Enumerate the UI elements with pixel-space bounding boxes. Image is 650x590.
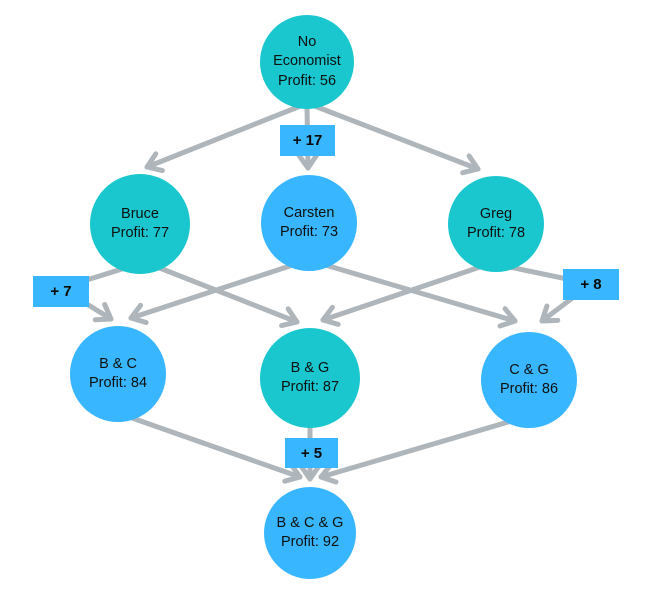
node-profit: Profit: 92 bbox=[280, 534, 340, 550]
edge-no-economist-bruce bbox=[144, 102, 306, 174]
edge-no-economist-greg bbox=[309, 102, 481, 176]
node-profit: Profit: 77 bbox=[110, 225, 170, 241]
edge-c-g-b-c-g bbox=[318, 417, 518, 485]
edge-b-c-b-c-g bbox=[129, 415, 303, 484]
edge-label-plus-5: + 5 bbox=[285, 438, 338, 468]
edge-label-plus-17: + 17 bbox=[280, 125, 335, 156]
node-b-c: B & C Profit: 84 bbox=[70, 326, 166, 422]
node-profit: Profit: 56 bbox=[277, 72, 337, 89]
node-name: B & G bbox=[290, 359, 330, 376]
node-profit: Profit: 87 bbox=[280, 379, 340, 395]
node-carsten: Carsten Profit: 73 bbox=[261, 175, 357, 271]
node-profit: Profit: 84 bbox=[88, 375, 148, 391]
node-no-economist: No Economist Profit: 56 bbox=[260, 15, 354, 109]
node-profit: Profit: 78 bbox=[466, 225, 526, 241]
node-name: Bruce bbox=[121, 205, 159, 222]
node-profit: Profit: 73 bbox=[279, 224, 339, 240]
node-name: B & C bbox=[99, 355, 137, 372]
edge-carsten-c-g bbox=[319, 261, 518, 329]
node-name: No Economist bbox=[273, 34, 341, 70]
node-name: Carsten bbox=[283, 204, 335, 221]
node-name: B & C & G bbox=[276, 514, 344, 531]
node-profit: Profit: 86 bbox=[499, 381, 559, 397]
edge-carsten-b-c bbox=[128, 261, 299, 326]
edge-bruce-b-g bbox=[149, 262, 300, 329]
edge-greg-b-g bbox=[320, 263, 486, 327]
node-bruce: Bruce Profit: 77 bbox=[90, 174, 190, 274]
node-name: Greg bbox=[479, 205, 513, 222]
node-b-c-g: B & C & G Profit: 92 bbox=[264, 487, 356, 579]
edge-label-plus-8: + 8 bbox=[563, 269, 619, 300]
edge-label-plus-7: + 7 bbox=[33, 276, 89, 307]
node-greg: Greg Profit: 78 bbox=[448, 176, 544, 272]
node-c-g: C & G Profit: 86 bbox=[481, 332, 577, 428]
node-b-g: B & G Profit: 87 bbox=[260, 328, 360, 428]
node-name: C & G bbox=[509, 361, 549, 378]
